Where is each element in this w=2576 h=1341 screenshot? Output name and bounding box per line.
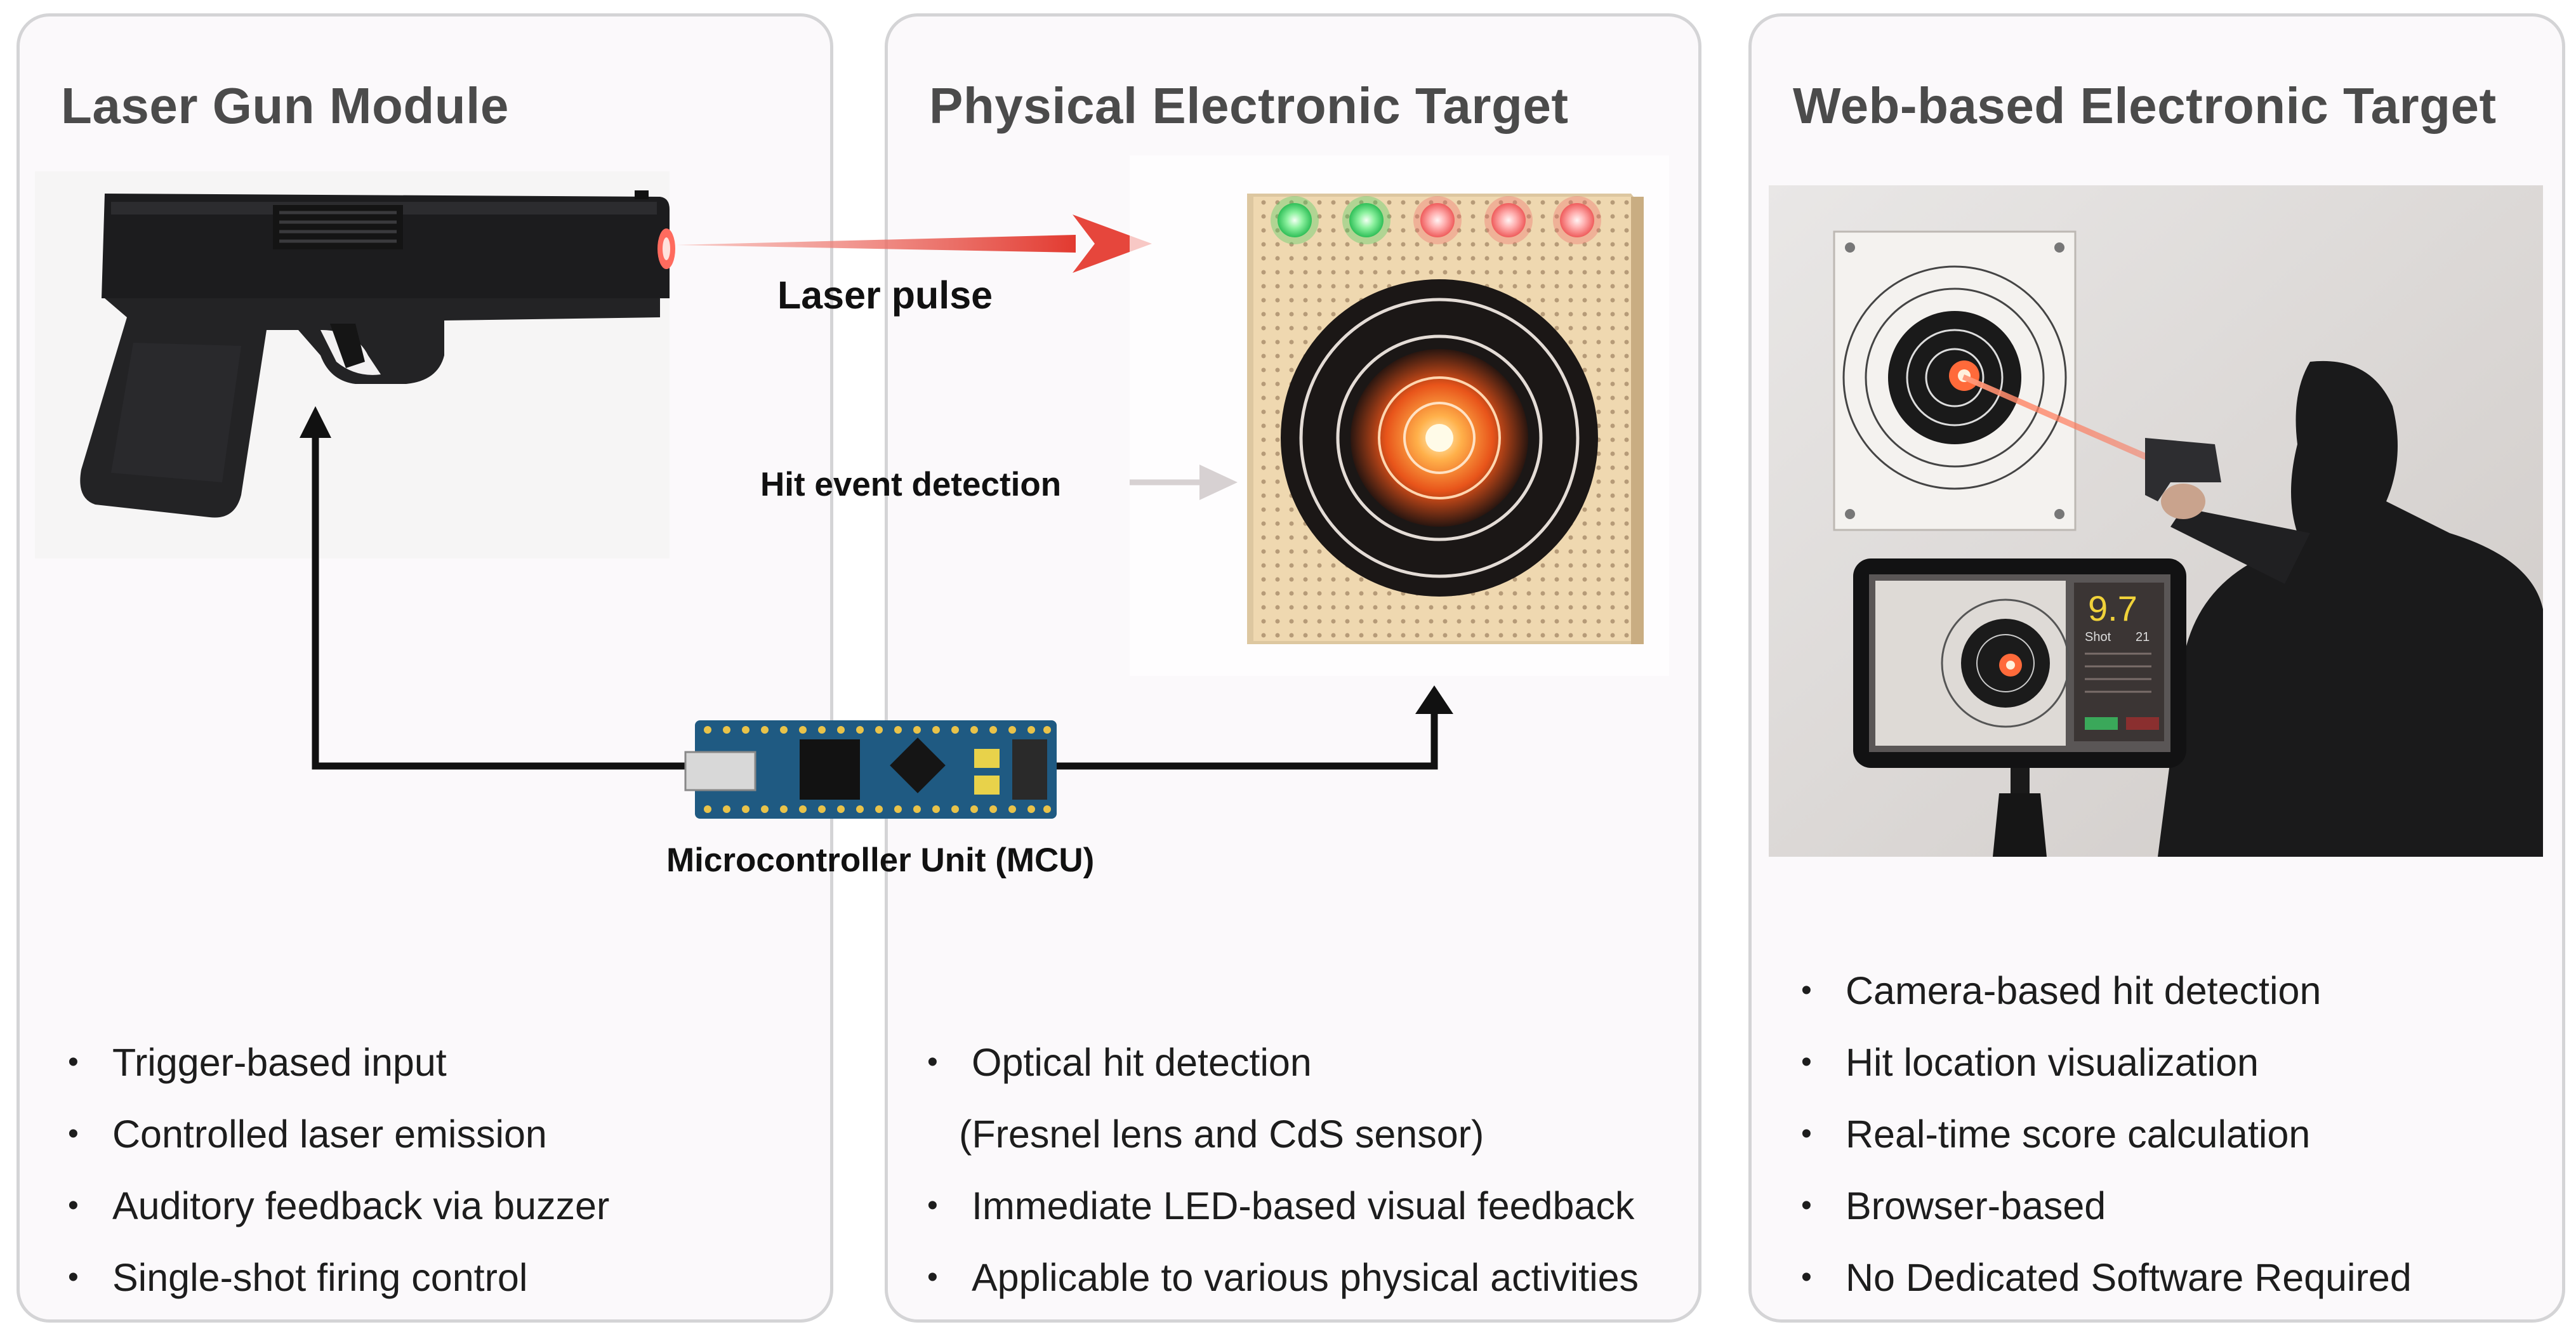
signal-arrow-to-target — [1415, 685, 1453, 714]
mcu-label: Microcontroller Unit (MCU) — [666, 842, 1095, 879]
hit-event-detection-label: Hit event detection — [760, 466, 1062, 503]
laser-gun-title: Laser Gun Module — [61, 77, 509, 134]
tablet-shot-label: Shot — [2085, 630, 2111, 644]
laser-gun-illustration — [35, 171, 675, 558]
tablet-score: 9.7 — [2088, 588, 2137, 628]
feedback-arrow-to-gun — [300, 406, 331, 438]
web-target-photo: 9.7 Shot 21 — [1769, 185, 2543, 857]
mcu-connection-lines — [312, 432, 1438, 770]
bullseye-target — [1281, 279, 1598, 597]
laser-pulse-label: Laser pulse — [777, 274, 993, 317]
physical-target-title: Physical Electronic Target — [929, 77, 1569, 134]
tablet-shot-number: 21 — [2136, 630, 2150, 644]
physical-target-illustration — [1130, 155, 1669, 676]
status-led-row — [1271, 196, 1601, 244]
laser-pulse-arrow — [676, 215, 1152, 273]
mcu-board-illustration — [684, 720, 1057, 819]
web-target-title: Web-based Electronic Target — [1793, 77, 2497, 134]
